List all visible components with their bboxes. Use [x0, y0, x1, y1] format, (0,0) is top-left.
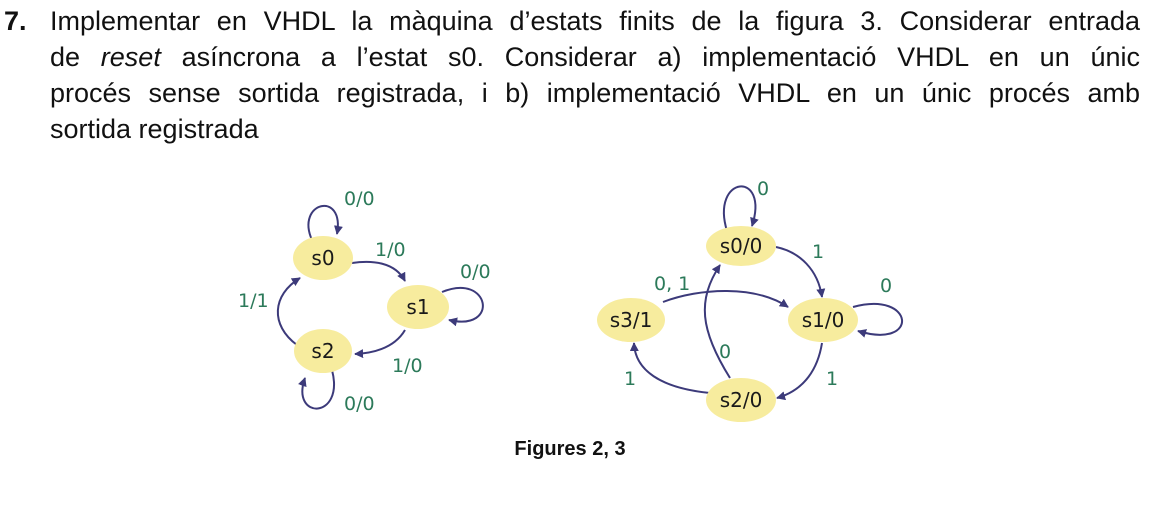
- problem-statement: 7. Implementar en VHDL la màquina d’esta…: [0, 0, 1172, 160]
- fig2-label-s2-self: 0/0: [344, 393, 375, 415]
- problem-line-2-b: asíncrona a l’estat s0. Considerar a) im…: [160, 42, 1140, 72]
- problem-line-2: de reset asíncrona a l’estat s0. Conside…: [50, 39, 1140, 75]
- problem-line-2-a: de: [50, 42, 101, 72]
- fig3-label-s2-to-s3: 1: [624, 368, 636, 390]
- fig2-state-s2: [294, 329, 352, 373]
- fig3-label-s0-to-s1: 1: [812, 241, 824, 263]
- fig2-edge-s1-to-s2: [354, 329, 406, 359]
- fig3-edge-s2-to-s3: [629, 342, 711, 394]
- figure-2: s0 s1 s2 0/0 1/0 0/0 1/1 1/0 0/0: [238, 188, 491, 415]
- fig2-edge-s0-self: [307, 204, 343, 241]
- fig3-label-s2-to-s0: 0: [719, 341, 731, 363]
- fig3-edge-s1-to-s2: [776, 342, 823, 401]
- fig3-label-s1-self: 0: [880, 275, 892, 297]
- fig3-state-s3: [597, 298, 665, 342]
- fig3-state-s0-label: s0/0: [720, 234, 763, 258]
- fig2-label-s0-self: 0/0: [344, 188, 375, 210]
- fig3-edge-s2-to-s0: [703, 264, 731, 379]
- fig2-state-s0: [293, 236, 353, 280]
- fig2-edge-s0-to-s1: [351, 260, 406, 282]
- fig3-state-s2-label: s2/0: [720, 388, 763, 412]
- problem-line-1: Implementar en VHDL la màquina d’estats …: [50, 6, 1140, 36]
- fig3-state-s1: [788, 298, 858, 342]
- fig2-label-s2-to-s0: 1/1: [238, 290, 269, 312]
- fig3-label-s3-to-s1: 0, 1: [654, 273, 690, 295]
- fig3-edge-s1-self: [852, 302, 903, 338]
- fig3-edge-s3-to-s1: [662, 290, 789, 308]
- problem-line-4: sortida registrada: [50, 114, 259, 144]
- figure-caption-text: Figures 2, 3: [514, 438, 626, 460]
- figure-caption: Figures 2, 3: [0, 438, 1172, 461]
- fig3-state-s1-label: s1/0: [802, 308, 845, 332]
- fig3-state-s0: [706, 226, 776, 266]
- fig2-state-s2-label: s2: [311, 339, 334, 363]
- figure-3: s0/0 s1/0 s2/0 s3/1 0 1 0 0, 1 1 0 1: [597, 178, 903, 422]
- fig3-edge-s0-self: [722, 185, 759, 232]
- fig3-state-s3-label: s3/1: [610, 308, 653, 332]
- fig2-edge-s2-to-s0: [276, 277, 301, 346]
- problem-number: 7.: [4, 6, 27, 36]
- fig3-label-s1-to-s2: 1: [826, 368, 838, 390]
- fig3-edge-s0-to-s1: [775, 246, 826, 298]
- fig2-edge-s2-self: [298, 369, 335, 410]
- fig2-state-s1-label: s1: [406, 295, 429, 319]
- fig2-state-s0-label: s0: [311, 246, 334, 270]
- fig3-label-s0-self: 0: [757, 178, 769, 200]
- problem-line-3: procés sense sortida registrada, i b) im…: [50, 78, 1140, 108]
- fig2-label-s0-to-s1: 1/0: [375, 239, 406, 261]
- fig2-state-s1: [387, 285, 449, 329]
- fig2-edge-s1-self: [441, 286, 484, 327]
- fig2-label-s1-self: 0/0: [460, 261, 491, 283]
- fig2-label-s1-to-s2: 1/0: [392, 355, 423, 377]
- problem-line-2-italic: reset: [100, 42, 161, 72]
- fig3-state-s2: [706, 378, 776, 422]
